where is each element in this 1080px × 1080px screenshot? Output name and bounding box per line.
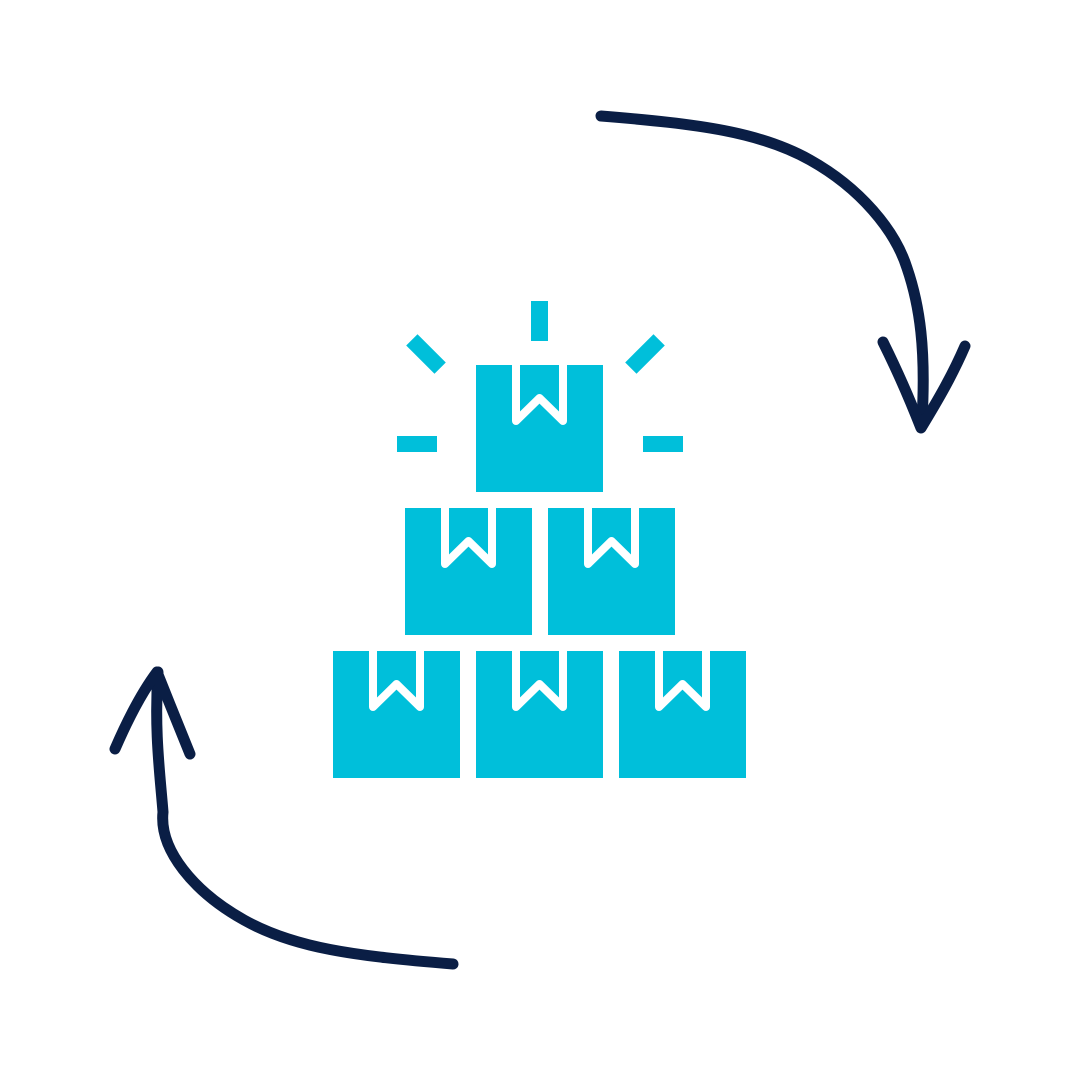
curved-arrow-icon-top-right — [595, 110, 971, 434]
box-icon-4 — [333, 649, 460, 778]
box-body — [548, 508, 675, 635]
arrow-head — [109, 666, 196, 760]
box-icon-1 — [476, 363, 603, 492]
sparkle-icon — [397, 301, 683, 452]
arrow-head — [877, 336, 971, 434]
sparkle-ray-upper-left — [406, 334, 446, 374]
box-tape — [512, 649, 567, 711]
curved-arrow-icon-bottom-left — [109, 666, 459, 970]
sparkle-ray-left — [397, 436, 437, 452]
box-body — [476, 365, 603, 492]
sparkle-ray-upper-right — [625, 334, 665, 374]
box-body — [405, 508, 532, 635]
sparkle-ray-right — [643, 436, 683, 452]
stacked-boxes-icon — [333, 363, 746, 778]
box-body — [476, 651, 603, 778]
arrow-shaft — [595, 110, 929, 426]
box-tape — [584, 506, 639, 568]
box-icon-2 — [405, 506, 532, 635]
sparkle-ray-top — [531, 301, 548, 341]
box-body — [333, 651, 460, 778]
box-tape — [441, 506, 496, 568]
box-icon-3 — [548, 506, 675, 635]
arrow-shaft — [151, 666, 459, 970]
box-icon-5 — [476, 649, 603, 778]
box-icon-6 — [619, 649, 746, 778]
box-tape — [655, 649, 710, 711]
box-body — [619, 651, 746, 778]
box-tape — [512, 363, 567, 425]
box-tape — [369, 649, 424, 711]
